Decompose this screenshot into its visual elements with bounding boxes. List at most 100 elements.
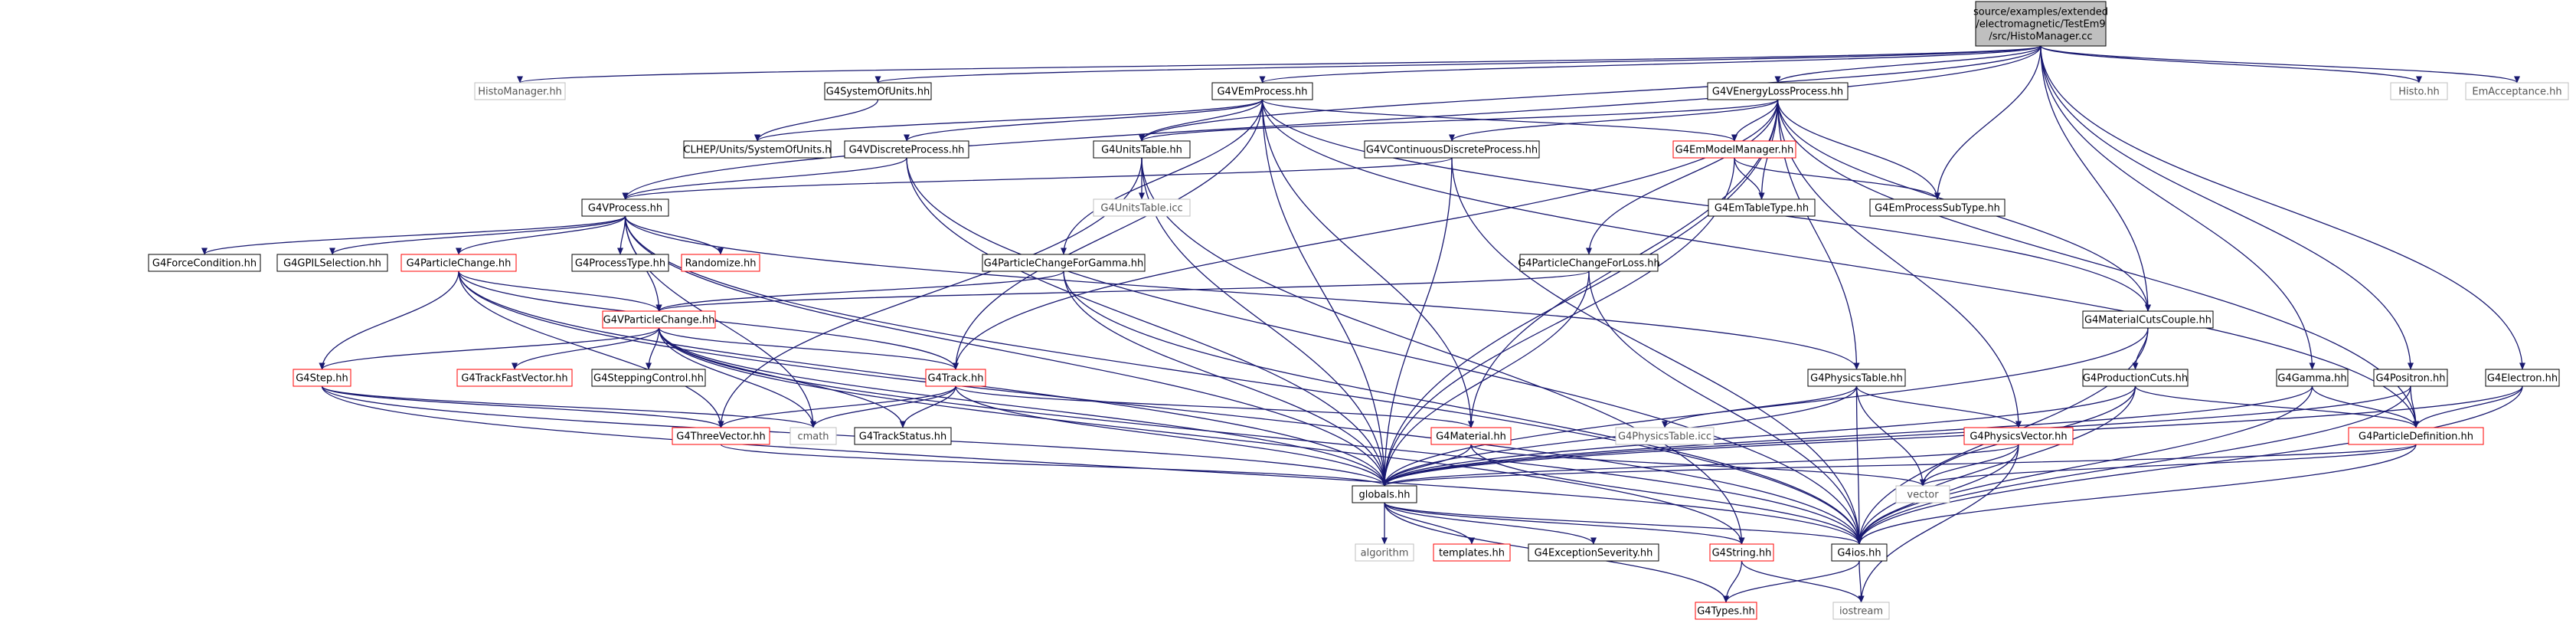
node-box [1433, 543, 1511, 562]
node-label: G4TrackStatus.hh [859, 431, 946, 443]
edge-g4gamma-to-g4ios [1856, 385, 2313, 545]
edge-g4electron-to-globals [1381, 385, 2523, 487]
node-g4emtabletype[interactable]: G4EmTableType.hh [1708, 198, 1816, 217]
node-g4systemofunits[interactable]: G4SystemOfUnits.hh [824, 82, 932, 100]
node-label: /electromagnetic/TestEm9 [1976, 19, 2105, 31]
node-box [1615, 427, 1715, 445]
node-g4unitstable[interactable]: G4UnitsTable.hh [1093, 140, 1191, 159]
node-g4threevector[interactable]: G4ThreeVector.hh [672, 427, 770, 445]
node-g4materialcutscouple[interactable]: G4MaterialCutsCouple.hh [2082, 310, 2214, 329]
node-histomanager[interactable]: HistoManager.hh [474, 82, 566, 100]
node-root[interactable]: source/examples/extended/electromagnetic… [1973, 1, 2108, 47]
node-g4string[interactable]: G4String.hh [1709, 543, 1774, 562]
edge-g4venergylossprocess-to-g4vcontinuousdiscreteprocess [1449, 99, 1779, 142]
node-g4venergylossprocess[interactable]: G4VEnergyLossProcess.hh [1707, 82, 1849, 100]
node-box [1963, 427, 2074, 445]
node-g4exceptionseverity[interactable]: G4ExceptionSeverity.hh [1528, 543, 1659, 562]
node-g4particledefinition[interactable]: G4ParticleDefinition.hh [2348, 427, 2484, 445]
node-g4emprocesssubtype[interactable]: G4EmProcessSubType.hh [1869, 198, 2006, 217]
node-g4particlechange[interactable]: G4ParticleChange.hh [400, 254, 517, 272]
node-label: G4SteppingControl.hh [593, 373, 704, 385]
node-box [474, 82, 566, 100]
node-box [683, 140, 832, 159]
node-g4material[interactable]: G4Material.hh [1430, 427, 1512, 445]
node-g4physicsvector[interactable]: G4PhysicsVector.hh [1963, 427, 2074, 445]
node-g4electron[interactable]: G4Electron.hh [2485, 369, 2560, 387]
edge-g4electron-to-g4ios [1856, 385, 2523, 545]
node-g4processtype[interactable]: G4ProcessType.hh [571, 254, 669, 272]
node-emacceptance[interactable]: EmAcceptance.hh [2465, 82, 2569, 100]
node-g4emmodelmanager[interactable]: G4EmModelManager.hh [1672, 140, 1796, 159]
node-g4vprocess[interactable]: G4VProcess.hh [581, 198, 669, 217]
edge-g4physicsvector-to-globals [1381, 444, 2019, 487]
edge-g4emmodelmanager-to-g4emprocesssubtype [1734, 157, 1940, 200]
node-box [1355, 543, 1414, 562]
edge-g4gamma-to-globals [1381, 385, 2313, 487]
edge-g4vparticlechange-to-g4steppingcontrol [646, 327, 660, 370]
node-clhepsystemofunits[interactable]: CLHEP/Units/SystemOfUnits.h [683, 140, 832, 159]
node-g4steppingcontrol[interactable]: G4SteppingControl.hh [591, 369, 706, 387]
node-g4particlechangeforgamma[interactable]: G4ParticleChangeForGamma.hh [982, 254, 1146, 272]
node-g4positron[interactable]: G4Positron.hh [2373, 369, 2448, 387]
node-g4vdiscreteprocess[interactable]: G4VDiscreteProcess.hh [844, 140, 969, 159]
edge-g4productioncuts-to-g4ios [1856, 385, 2136, 545]
node-g4step[interactable]: G4Step.hh [293, 369, 351, 387]
node-globals[interactable]: globals.hh [1352, 485, 1417, 503]
edge-g4particlechange-to-g4step [319, 271, 459, 370]
node-box [1211, 82, 1313, 100]
node-g4gpilselection[interactable]: G4GPILSelection.hh [276, 254, 388, 272]
node-g4vemprocess[interactable]: G4VEmProcess.hh [1211, 82, 1313, 100]
node-box [293, 369, 351, 387]
edge-g4vparticlechange-to-g4ios [658, 327, 1862, 545]
edge-g4particledefinition-to-globals [1381, 444, 2417, 487]
edge-g4ios-to-g4types [1723, 560, 1860, 603]
edge-g4physicstable-to-g4physicsvector [1855, 385, 2022, 428]
node-g4trackstatus[interactable]: G4TrackStatus.hh [854, 427, 952, 445]
node-templates[interactable]: templates.hh [1433, 543, 1511, 562]
edge-globals-to-g4ios [1384, 502, 1862, 545]
node-g4vparticlechange[interactable]: G4VParticleChange.hh [602, 310, 716, 329]
node-g4physicstableicc[interactable]: G4PhysicsTable.icc [1615, 427, 1715, 445]
node-g4ios[interactable]: G4ios.hh [1831, 543, 1888, 562]
edge-g4vprocess-to-g4gpilselection [329, 215, 626, 255]
edge-root-to-g4vemprocess [1259, 45, 2042, 84]
edge-g4step-to-g4ios [321, 385, 1862, 545]
node-box [602, 310, 716, 329]
node-label: G4ProcessType.hh [575, 258, 665, 270]
edge-g4particlechangeforloss-to-g4ios [1588, 271, 1862, 545]
node-cmath[interactable]: cmath [789, 427, 837, 445]
node-g4particlechangeforloss[interactable]: G4ParticleChangeForLoss.hh [1518, 254, 1660, 272]
node-randomize[interactable]: Randomize.hh [681, 254, 760, 272]
node-box [1519, 254, 1659, 272]
node-label: algorithm [1361, 548, 1409, 559]
edge-root-to-g4materialcutscouple [2040, 45, 2151, 312]
node-g4unitstableicc[interactable]: G4UnitsTable.icc [1093, 198, 1191, 217]
node-g4track[interactable]: G4Track.hh [925, 369, 986, 387]
node-box [789, 427, 837, 445]
node-g4trackfastvector[interactable]: G4TrackFastVector.hh [456, 369, 573, 387]
node-label: G4EmProcessSubType.hh [1875, 203, 2000, 215]
edge-g4track-to-cmath [810, 385, 956, 428]
node-g4forcecondition[interactable]: G4ForceCondition.hh [148, 254, 261, 272]
edge-g4gamma-to-g4particledefinition [2311, 385, 2419, 428]
node-g4productioncuts[interactable]: G4ProductionCuts.hh [2082, 369, 2189, 387]
edge-g4vdiscreteprocess-to-g4vprocess [622, 157, 907, 200]
node-histo[interactable]: Histo.hh [2390, 82, 2448, 100]
node-g4physicstable[interactable]: G4PhysicsTable.hh [1807, 369, 1906, 387]
node-g4gamma[interactable]: G4Gamma.hh [2276, 369, 2349, 387]
node-g4vcontinuousdiscreteprocess[interactable]: G4VContinuousDiscreteProcess.hh [1364, 140, 1540, 159]
edge-g4physicstable-to-g4ios [1855, 385, 1862, 545]
node-box [2485, 369, 2560, 387]
node-label: G4ParticleChangeForGamma.hh [984, 258, 1143, 270]
node-algorithm[interactable]: algorithm [1355, 543, 1414, 562]
node-iostream[interactable]: iostream [1832, 602, 1890, 620]
node-box [1709, 543, 1774, 562]
node-label: G4ParticleDefinition.hh [2359, 431, 2473, 443]
edge-g4vdiscreteprocess-to-globals [906, 157, 1388, 487]
node-label: G4PhysicsVector.hh [1970, 431, 2067, 443]
node-g4types[interactable]: G4Types.hh [1695, 602, 1757, 620]
node-box [2348, 427, 2484, 445]
node-box [148, 254, 261, 272]
node-vector[interactable]: vector [1895, 485, 1950, 503]
edge-g4emmodelmanager-to-g4emtabletype [1734, 157, 1765, 200]
